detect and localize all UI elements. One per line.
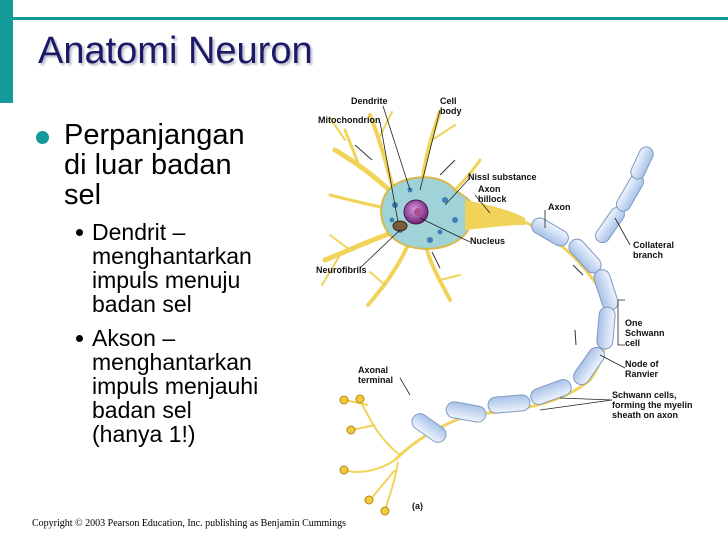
label-schwann-cell-line1: One — [625, 318, 643, 328]
left-accent-bar — [0, 0, 13, 103]
label-dendrite: Dendrite — [351, 96, 388, 106]
label-axonal-terminal-line1: Axonal — [358, 365, 388, 375]
sub-bullet-dot-icon — [76, 335, 83, 342]
nissl-bodies — [389, 187, 458, 243]
bullet-list: Perpanjangan di luar badan sel Dendrit –… — [36, 120, 316, 446]
label-axon: Axon — [548, 202, 571, 212]
label-axonal-terminal-line2: terminal — [358, 375, 393, 385]
label-collateral-branch-line2: branch — [633, 250, 663, 260]
copyright-text: Copyright © 2003 Pearson Education, Inc.… — [32, 518, 346, 529]
nucleolus — [414, 208, 422, 216]
label-nissl-substance: Nissl substance — [468, 172, 537, 182]
top-band — [0, 0, 728, 18]
bullet-dot-icon — [36, 131, 49, 144]
label-node-of-ranvier-line1: Node of — [625, 359, 659, 369]
label-schwann-cell-line2: Schwann — [625, 328, 665, 338]
label-axon-hillock-line1: Axon — [478, 184, 501, 194]
slide-title: Anatomi Neuron — [38, 30, 313, 72]
sub-bullet-line: Akson – — [92, 325, 176, 351]
terminal-boutons — [339, 394, 390, 516]
axon-core — [393, 220, 609, 462]
label-collateral-branch-line1: Collateral — [633, 240, 674, 250]
sub-bullet-line: (hanya 1!) — [92, 421, 196, 447]
label-neurofibrils: Neurofibrils — [316, 265, 367, 275]
bullet-line: sel — [64, 179, 102, 211]
impulse-arrows — [354, 144, 584, 346]
sub-bullet-akson: Akson – menghantarkan impuls menjauhi ba… — [36, 326, 316, 446]
bullet-line: di luar badan — [64, 149, 232, 181]
label-myelin-line1: Schwann cells, — [612, 390, 677, 400]
sub-bullet-dendrit: Dendrit – menghantarkan impuls menuju ba… — [36, 220, 316, 316]
label-nucleus: Nucleus — [470, 236, 505, 246]
label-schwann-cell-line3: cell — [625, 338, 640, 348]
sub-bullet-line: menghantarkan — [92, 243, 252, 269]
collateral-branch — [595, 146, 654, 244]
label-cell-body-line2: body — [440, 106, 462, 116]
bullet-level-1: Perpanjangan di luar badan sel — [36, 120, 316, 210]
sub-bullet-line: impuls menjauhi — [92, 373, 259, 399]
sub-bullet-line: impuls menuju — [92, 267, 241, 293]
label-panel-a: (a) — [412, 501, 423, 511]
leader-lines — [359, 105, 631, 411]
sub-bullet-line: menghantarkan — [92, 349, 252, 375]
neuron-diagram: Dendrite Cell body Mitochondrion Nissl s… — [316, 96, 693, 516]
sub-bullet-line: badan sel — [92, 291, 192, 317]
label-mitochondrion: Mitochondrion — [318, 115, 381, 125]
label-axon-hillock-line2: hillock — [478, 194, 508, 204]
myelin-sheath — [411, 217, 619, 443]
label-myelin-line3: sheath on axon — [612, 410, 678, 420]
sub-bullet-dot-icon — [76, 229, 83, 236]
axon-hillock — [465, 200, 525, 230]
mitochondrion — [392, 220, 408, 232]
top-accent-line — [0, 17, 728, 20]
label-myelin-line2: forming the myelin — [612, 400, 693, 410]
sub-bullet-line: Dendrit – — [92, 219, 186, 245]
label-cell-body-line1: Cell — [440, 96, 457, 106]
label-node-of-ranvier-line2: Ranvier — [625, 369, 659, 379]
axonal-terminals — [344, 399, 401, 511]
bullet-line: Perpanjangan — [64, 119, 245, 151]
sub-bullet-line: badan sel — [92, 397, 192, 423]
